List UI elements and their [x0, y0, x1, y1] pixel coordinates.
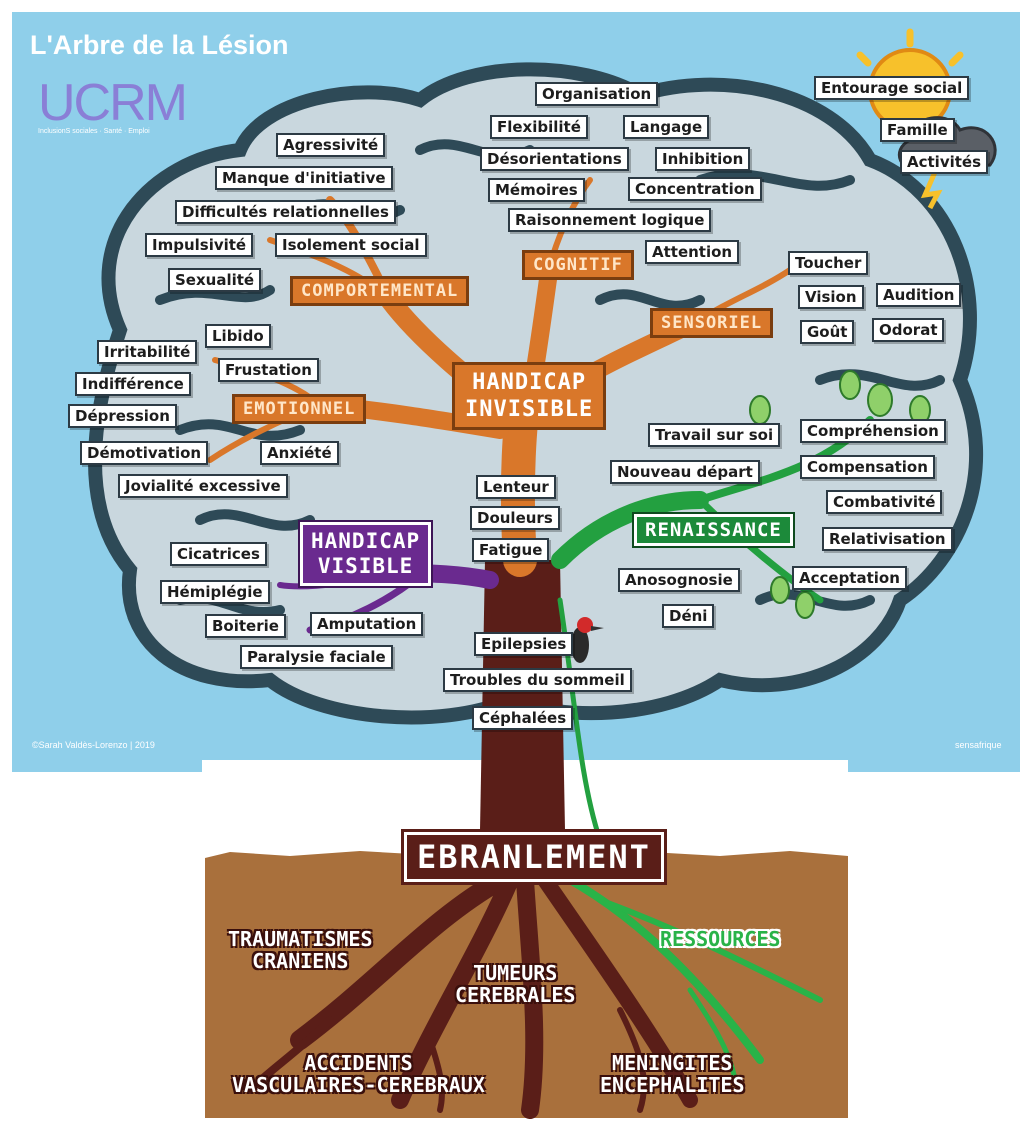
sky-edge-right	[848, 760, 1020, 772]
category-sensoriel: SENSORIEL	[650, 308, 774, 338]
label-emotionnel: Libido	[205, 324, 271, 348]
root-tumeurs: TUMEURS CEREBRALES	[455, 961, 576, 1007]
label-renaissance: Nouveau départ	[610, 460, 760, 484]
logo-text: UCRM	[38, 74, 188, 132]
label-cognitif: Raisonnement logique	[508, 208, 712, 232]
root-meningites: MENINGITES ENCEPHALITES	[600, 1051, 745, 1097]
sky-edge-left	[12, 760, 202, 772]
leaves	[749, 370, 931, 619]
label-cognitif: Mémoires	[488, 178, 585, 202]
label-visible: Paralysie faciale	[240, 645, 393, 669]
tree-roots	[246, 870, 698, 1119]
label-comportemental: Difficultés relationnelles	[175, 200, 396, 224]
category-comportemental: COMPORTEMENTAL	[290, 276, 470, 306]
category-emotionnel: EMOTIONNEL	[232, 394, 367, 424]
label-comportemental: Sexualité	[168, 268, 262, 292]
footer-credit: ©Sarah Valdès-Lorenzo | 2019	[32, 740, 155, 750]
label-emotionnel: Indifférence	[75, 372, 191, 396]
label-trunk: Troubles du sommeil	[443, 668, 632, 692]
label-trunk: Douleurs	[470, 506, 560, 530]
label-visible: Cicatrices	[170, 542, 267, 566]
label-comportemental: Impulsivité	[145, 233, 254, 257]
label-comportemental: Agressivité	[276, 133, 386, 157]
label-emotionnel: Dépression	[68, 404, 177, 428]
label-visible: Hémiplégie	[160, 580, 270, 604]
label-trunk: Lenteur	[476, 475, 556, 499]
green-roots	[566, 876, 823, 1083]
label-visible: Amputation	[310, 612, 424, 636]
label-cognitif: Concentration	[628, 177, 762, 201]
label-sensoriel: Odorat	[872, 318, 945, 342]
label-cognitif: Organisation	[535, 82, 659, 106]
label-emotionnel: Frustation	[218, 358, 319, 382]
label-renaissance: Compensation	[800, 455, 935, 479]
footer-signature: sensafrique	[955, 740, 1002, 750]
label-renaissance: Anosognosie	[618, 568, 740, 592]
logo-subtitle: InclusionS sociales · Santé · Emploi	[38, 128, 150, 135]
label-trunk: Céphalées	[472, 706, 574, 730]
label-sensoriel: Goût	[800, 320, 855, 344]
logo: UCRM InclusionS sociales · Santé · Emplo…	[38, 74, 188, 135]
label-sensoriel: Toucher	[788, 251, 869, 275]
weather-label: Famille	[880, 118, 955, 142]
label-cognitif: Langage	[623, 115, 710, 139]
label-emotionnel: Irritabilité	[97, 340, 198, 364]
weather-label: Activités	[900, 150, 989, 174]
tree-trunk	[480, 560, 565, 830]
label-cognitif: Flexibilité	[490, 115, 588, 139]
category-cognitif: COGNITIF	[522, 250, 634, 280]
label-cognitif: Désorientations	[480, 147, 629, 171]
category-handicap-invisible: HANDICAP INVISIBLE	[452, 362, 607, 430]
label-renaissance: Travail sur soi	[648, 423, 781, 447]
label-visible: Boiterie	[205, 614, 286, 638]
label-trunk: Epilepsies	[474, 632, 574, 656]
label-comportemental: Manque d'initiative	[215, 166, 393, 190]
category-ebranlement: EBRANLEMENT	[401, 829, 667, 885]
label-renaissance: Relativisation	[822, 527, 953, 551]
poster-title: L'Arbre de la Lésion	[30, 30, 289, 60]
label-renaissance: Combativité	[826, 490, 943, 514]
root-accidents: ACCIDENTS VASCULAIRES-CEREBRAUX	[232, 1051, 485, 1097]
label-emotionnel: Anxiété	[260, 441, 339, 465]
label-cognitif: Inhibition	[655, 147, 751, 171]
label-renaissance: Déni	[662, 604, 715, 628]
label-trunk: Fatigue	[472, 538, 550, 562]
label-emotionnel: Démotivation	[80, 441, 209, 465]
root-traumatismes: TRAUMATISMES CRANIENS	[228, 927, 373, 973]
label-cognitif: Attention	[645, 240, 740, 264]
label-comportemental: Isolement social	[275, 233, 427, 257]
label-renaissance: Acceptation	[792, 566, 907, 590]
label-emotionnel: Jovialité excessive	[118, 474, 288, 498]
label-sensoriel: Audition	[876, 283, 962, 307]
woodpecker-icon	[571, 617, 604, 663]
label-sensoriel: Vision	[798, 285, 864, 309]
category-handicap-visible: HANDICAP VISIBLE	[297, 520, 434, 588]
category-renaissance: RENAISSANCE	[632, 512, 795, 548]
weather-label: Entourage social	[814, 76, 970, 100]
label-renaissance: Compréhension	[800, 419, 946, 443]
root-ressources: RESSOURCES	[660, 927, 781, 951]
